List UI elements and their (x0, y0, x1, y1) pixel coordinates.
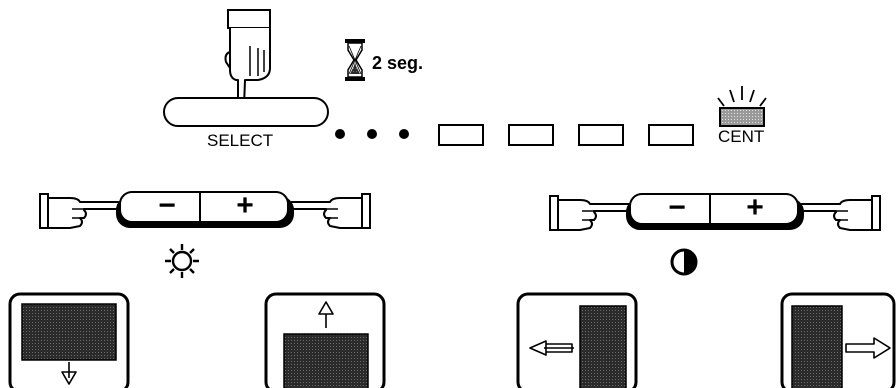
arrow-down-icon (61, 362, 77, 385)
minus-button[interactable]: − (158, 189, 176, 222)
plus-button[interactable]: + (236, 189, 254, 222)
adjust-bar (116, 191, 294, 228)
sun-icon (165, 244, 199, 278)
position-panel-right (780, 292, 896, 388)
arrow-up-icon (318, 301, 334, 328)
indicator-box (508, 124, 554, 146)
cent-label: CENT (718, 127, 765, 146)
contrast-icon (670, 248, 698, 276)
arrow-right-icon (845, 337, 891, 359)
dots-icon (335, 129, 409, 139)
arrow-left-icon (529, 340, 574, 356)
position-panel-down (8, 292, 130, 388)
hourglass-icon (345, 39, 365, 81)
position-panel-left (516, 292, 638, 388)
indicator-box (438, 124, 484, 146)
minus-button[interactable]: − (668, 191, 686, 224)
hand-press-icon (224, 9, 271, 109)
brightness-control: − + (39, 189, 371, 284)
indicator-box (578, 124, 624, 146)
flashing-lamp-icon (717, 86, 767, 127)
select-button[interactable] (162, 96, 332, 130)
adjust-bar (626, 193, 804, 230)
position-panel-up (264, 292, 386, 388)
plus-button[interactable]: + (746, 191, 764, 224)
select-step: SELECT 2 seg. CENT (0, 0, 896, 160)
select-button-label: SELECT (207, 131, 274, 150)
contrast-control: − + (549, 191, 881, 286)
indicator-box (648, 124, 694, 146)
hold-time-label: 2 seg. (372, 53, 424, 73)
